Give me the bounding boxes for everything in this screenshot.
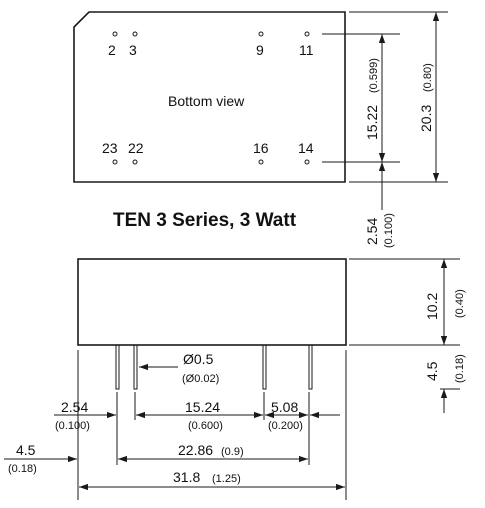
pin-2-hole <box>112 31 118 37</box>
side-pin-4 <box>308 344 313 390</box>
pin-label-11: 11 <box>299 42 314 58</box>
pin-label-23: 23 <box>102 140 118 156</box>
dim-height-in: (0.40) <box>454 289 466 318</box>
pin-9-hole <box>258 31 264 37</box>
dim-pitch3-mm: 5.08 <box>271 399 298 415</box>
dim-length-in: (1.25) <box>212 473 241 485</box>
dim-pin-dia-mm: Ø0.5 <box>183 351 214 367</box>
pin-label-3: 3 <box>129 42 137 58</box>
side-view-body <box>77 258 347 346</box>
pin-22-hole <box>132 159 138 165</box>
pin-3-hole <box>132 31 138 37</box>
dim-pin-offset-in: (0.100) <box>383 213 395 248</box>
dim-pin-len-mm: 4.5 <box>424 361 440 381</box>
pin-11-hole <box>304 31 310 37</box>
dim-pin-row-mm: 15.22 <box>364 105 380 140</box>
bottom-view-outline <box>73 11 346 183</box>
dim-length-mm: 31.8 <box>173 469 200 485</box>
dim-pitch2-mm: 15.24 <box>185 399 220 415</box>
pin-14-hole <box>304 159 310 165</box>
dim-pitch3-in: (0.200) <box>268 420 303 432</box>
dim-pin-len-in: (0.18) <box>454 354 466 383</box>
pin-23-hole <box>112 159 118 165</box>
pin-label-16: 16 <box>253 140 269 156</box>
dim-width-total-mm: 20.3 <box>418 105 434 132</box>
dim-edge-in: (0.18) <box>8 463 37 475</box>
pin-16-hole <box>258 159 264 165</box>
dim-pin-offset-mm: 2.54 <box>364 218 380 245</box>
dim-span-mm: 22.86 <box>178 442 213 458</box>
dim-pin-dia-in: (Ø0.02) <box>182 373 219 385</box>
side-pin-3 <box>262 344 267 390</box>
dim-pitch1-in: (0.100) <box>55 420 90 432</box>
side-pin-2 <box>133 344 138 390</box>
dim-pin-row-in: (0.599) <box>368 58 380 93</box>
dim-height-mm: 10.2 <box>424 293 440 320</box>
view-label: Bottom view <box>168 93 245 109</box>
dim-span-in: (0.9) <box>221 446 244 458</box>
dim-width-total-in: (0.80) <box>422 63 434 92</box>
dim-pitch2-in: (0.600) <box>188 420 223 432</box>
dim-pitch1-mm: 2.54 <box>61 399 88 415</box>
pin-label-9: 9 <box>256 42 264 58</box>
pin-label-22: 22 <box>128 140 144 156</box>
series-title: TEN 3 Series, 3 Watt <box>113 210 297 231</box>
pin-label-14: 14 <box>298 140 314 156</box>
pin-label-2: 2 <box>108 42 116 58</box>
side-pin-1 <box>115 344 120 390</box>
dim-edge-mm: 4.5 <box>16 442 36 458</box>
